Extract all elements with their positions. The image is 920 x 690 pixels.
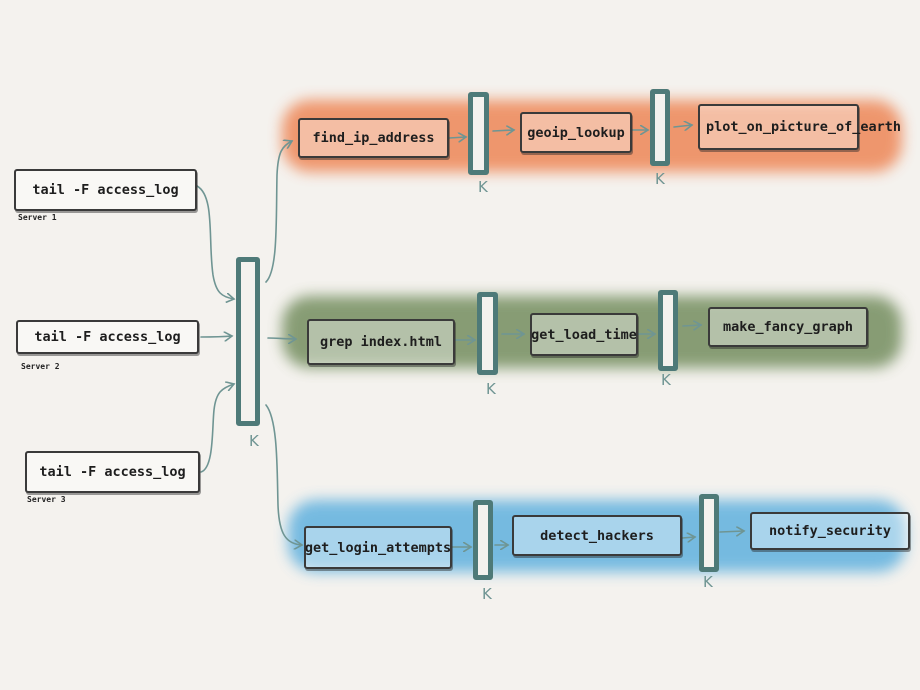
stage-detect-hackers: detect_hackers xyxy=(512,515,682,556)
source-box-1: tail -F access_log xyxy=(14,169,197,211)
stage-make-fancy-graph: make_fancy_graph xyxy=(708,307,868,347)
lane-3-topic-1 xyxy=(473,500,493,580)
fanout-lane-2-connector xyxy=(267,338,296,339)
server-label-2: Server 2 xyxy=(21,362,60,371)
fanout-lane-3-connector xyxy=(265,404,302,545)
lane-3-arrow-3 xyxy=(681,537,695,538)
stage-notify-security: notify_security xyxy=(750,512,910,550)
server-label-1: Server 1 xyxy=(18,213,57,222)
lane-1-arrow-2 xyxy=(492,130,514,131)
lane-2-wash xyxy=(282,296,902,368)
lane-3-arrow-4 xyxy=(719,531,744,532)
lane-1-arrow-1 xyxy=(448,137,466,138)
source-box-3: tail -F access_log xyxy=(25,451,200,493)
central-topic-bar xyxy=(236,257,260,426)
lane-2-topic-2 xyxy=(658,290,678,371)
source-1-connector xyxy=(196,185,234,299)
lane-2-topic-1 xyxy=(477,292,498,375)
stage-get-login-attempts: get_login_attempts xyxy=(304,526,452,569)
lane-3-topic-2 xyxy=(699,494,719,572)
source-2-connector xyxy=(200,336,232,337)
source-3-connector xyxy=(200,384,234,473)
lane-3-topic-2-label: K xyxy=(703,573,713,591)
lane-2-topic-1-label: K xyxy=(486,380,496,398)
stage-find-ip-address: find_ip_address xyxy=(298,118,449,158)
stage-grep-index-html: grep index.html xyxy=(307,319,455,365)
fanout-lane-1-connector xyxy=(265,141,292,283)
stage-get-load-time: get_load_time xyxy=(530,313,638,356)
lane-1-topic-2 xyxy=(650,89,670,166)
server-label-3: Server 3 xyxy=(27,495,66,504)
lane-1-topic-1 xyxy=(468,92,489,175)
central-topic-label: K xyxy=(249,432,259,450)
stage-plot-on-picture-of-earth: plot_on_picture_of_earth xyxy=(698,104,901,150)
source-box-2: tail -F access_log xyxy=(16,320,199,354)
lane-1-topic-2-label: K xyxy=(655,170,665,188)
lane-1-topic-1-label: K xyxy=(478,178,488,196)
lane-1-arrow-4 xyxy=(673,125,692,127)
lane-2-topic-2-label: K xyxy=(661,371,671,389)
lane-3-topic-1-label: K xyxy=(482,585,492,603)
stage-geoip-lookup: geoip_lookup xyxy=(520,112,632,153)
lane-2-arrow-4 xyxy=(682,325,701,326)
